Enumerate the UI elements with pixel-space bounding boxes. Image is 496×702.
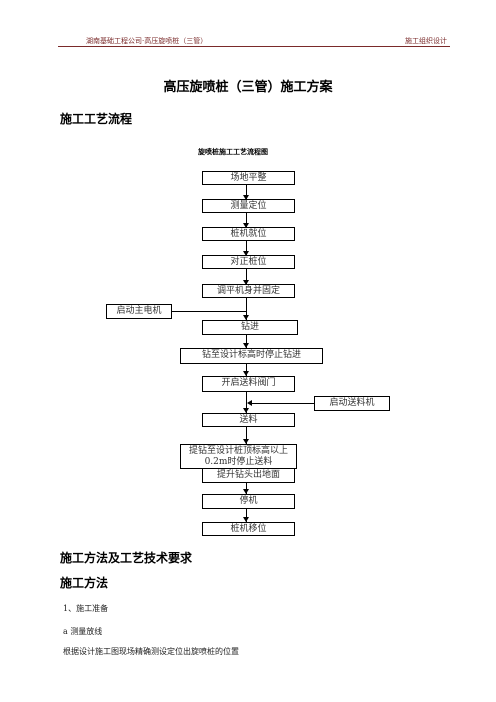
arrow-down-icon bbox=[243, 195, 249, 200]
connector-line bbox=[246, 268, 247, 285]
connector-line bbox=[246, 212, 247, 228]
connector-line bbox=[246, 184, 247, 200]
flow-step: 提钻至设计桩顶标高以上0.2m时停止送料 bbox=[180, 444, 297, 469]
flow-step: 提升钻头出地面 bbox=[202, 468, 295, 483]
section-heading-process: 施工工艺流程 bbox=[60, 112, 133, 126]
connector-line bbox=[246, 482, 247, 494]
flow-step: 场地平整 bbox=[202, 171, 295, 185]
flow-step: 对正桩位 bbox=[202, 255, 295, 269]
flow-step: 钻至设计标高时停止钻进 bbox=[180, 348, 323, 364]
flow-step: 测量定位 bbox=[202, 199, 295, 213]
connector-line bbox=[246, 426, 247, 444]
flowchart-caption: 旋喷桩施工工艺流程图 bbox=[198, 147, 268, 156]
arrow-down-icon bbox=[243, 408, 249, 413]
document-title: 高压旋喷桩（三管）施工方案 bbox=[163, 80, 333, 95]
flow-step: 桩机移位 bbox=[202, 522, 295, 536]
list-item: a 测量放线 bbox=[63, 627, 103, 636]
arrow-down-icon bbox=[243, 489, 249, 494]
connector-line bbox=[246, 297, 247, 320]
arrow-down-icon bbox=[243, 315, 249, 320]
arrow-down-icon bbox=[243, 517, 249, 522]
flow-step: 桩机就位 bbox=[202, 227, 295, 241]
connector-line bbox=[246, 508, 247, 522]
arrow-down-icon bbox=[243, 251, 249, 256]
connector-line bbox=[246, 363, 247, 376]
connector-line bbox=[246, 391, 247, 413]
section-heading-methods: 施工方法及工艺技术要求 bbox=[60, 551, 193, 565]
flow-step: 钻进 bbox=[202, 320, 298, 335]
list-item: 1、施工准备 bbox=[63, 604, 109, 613]
paragraph: 根据设计施工图现场精确测设定位出旋喷桩的位置 bbox=[63, 647, 239, 656]
arrow-down-icon bbox=[243, 223, 249, 228]
flow-step: 停机 bbox=[202, 494, 295, 509]
connector-line bbox=[246, 334, 247, 348]
section-heading-method: 施工方法 bbox=[60, 576, 109, 590]
arrow-down-icon bbox=[243, 280, 249, 285]
header-left: 湖南基础工程公司·高压旋喷桩（三管） bbox=[86, 37, 208, 45]
arrow-down-icon bbox=[243, 371, 249, 376]
flow-side-step-right: 启动送料机 bbox=[314, 396, 390, 411]
flow-side-step-left: 启动主电机 bbox=[106, 304, 172, 319]
arrow-down-icon bbox=[243, 343, 249, 348]
connector-line bbox=[246, 240, 247, 256]
connector-line bbox=[171, 311, 246, 312]
connector-line bbox=[251, 403, 314, 404]
flow-step: 送料 bbox=[202, 413, 295, 427]
header-divider bbox=[58, 46, 450, 47]
flow-step: 调平机身并固定 bbox=[202, 284, 295, 298]
arrow-left-icon bbox=[247, 400, 252, 406]
flow-step: 开启送料阀门 bbox=[202, 376, 295, 392]
header-right: 施工组织设计 bbox=[405, 37, 447, 45]
arrow-down-icon bbox=[243, 439, 249, 444]
